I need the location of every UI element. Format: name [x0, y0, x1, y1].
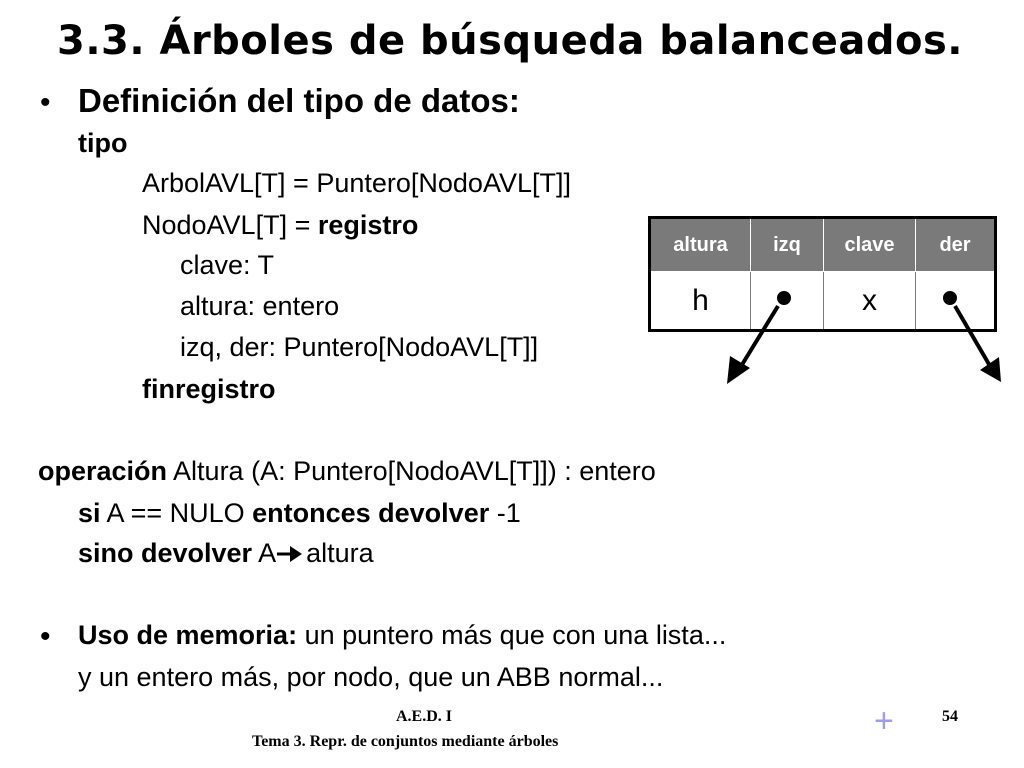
right-arrow-icon: [277, 546, 303, 562]
memory-text-1: un puntero más que con una lista...: [297, 620, 727, 650]
bullet-marker: •: [40, 86, 51, 119]
cell-altura: h: [649, 271, 751, 331]
keyword-uso-memoria: Uso de memoria:: [78, 620, 298, 650]
field-clave: clave: T: [180, 250, 275, 280]
footer-topic: Tema 3. Repr. de conjuntos mediante árbo…: [252, 733, 559, 750]
node-value-row: h x: [649, 271, 996, 331]
header-clave: clave: [823, 217, 916, 272]
keyword-operacion: operación: [38, 456, 168, 486]
node-header-row: altura izq clave der: [649, 217, 996, 272]
memory-line-1: Uso de memoria: un puntero más que con u…: [78, 620, 726, 651]
nodoavl-prefix: NodoAVL[T] =: [142, 210, 318, 240]
keyword-finregistro: finregistro: [142, 374, 276, 404]
footer-course: A.E.D. I: [396, 708, 453, 725]
keyword-sino-devolver: sino devolver: [78, 538, 253, 568]
header-der: der: [915, 217, 996, 272]
pointer-arrow-izq: [738, 304, 780, 370]
operation-sig: Altura (A: Puntero[NodoAVL[T]]) : entero: [167, 456, 656, 486]
si-condition: A == NULO: [100, 498, 253, 528]
field-izq-der: izq, der: Puntero[NodoAVL[T]]: [180, 332, 539, 362]
line-arbolavl: ArbolAVL[T] = Puntero[NodoAVL[T]]: [142, 168, 571, 198]
keyword-registro: registro: [317, 210, 419, 240]
bullet-marker: •: [40, 620, 51, 653]
memory-line-2: y un entero más, por nodo, que un ABB no…: [78, 662, 664, 692]
avl-node-diagram: altura izq clave der h x: [648, 216, 997, 332]
keyword-tipo: tipo: [78, 128, 128, 158]
arrowhead-izq: [727, 356, 750, 384]
page-number: 54: [942, 708, 958, 725]
line-nodoavl: NodoAVL[T] = registro: [142, 210, 418, 241]
header-izq: izq: [750, 217, 824, 272]
pointer-dot-izq: [777, 291, 791, 305]
header-altura: altura: [649, 217, 751, 272]
pointer-dot-der: [943, 291, 957, 305]
sino-value-a: A: [252, 538, 277, 568]
arrowhead-der: [980, 357, 1001, 382]
definition-heading: Definición del tipo de datos:: [78, 82, 520, 119]
slide-title: 3.3. Árboles de búsqueda balanceados.: [57, 18, 963, 64]
keyword-si: si: [78, 498, 101, 528]
field-altura: altura: entero: [180, 291, 340, 321]
line-si: si A == NULO entonces devolver -1: [78, 498, 521, 529]
keyword-entonces-devolver: entonces devolver: [252, 498, 490, 528]
pointer-arrow-der: [953, 304, 992, 368]
si-value: -1: [489, 498, 521, 528]
operation-signature: operación Altura (A: Puntero[NodoAVL[T]]…: [38, 456, 656, 487]
plus-link[interactable]: +: [874, 702, 894, 740]
cell-clave: x: [823, 271, 916, 331]
sino-value-b: altura: [306, 538, 374, 568]
